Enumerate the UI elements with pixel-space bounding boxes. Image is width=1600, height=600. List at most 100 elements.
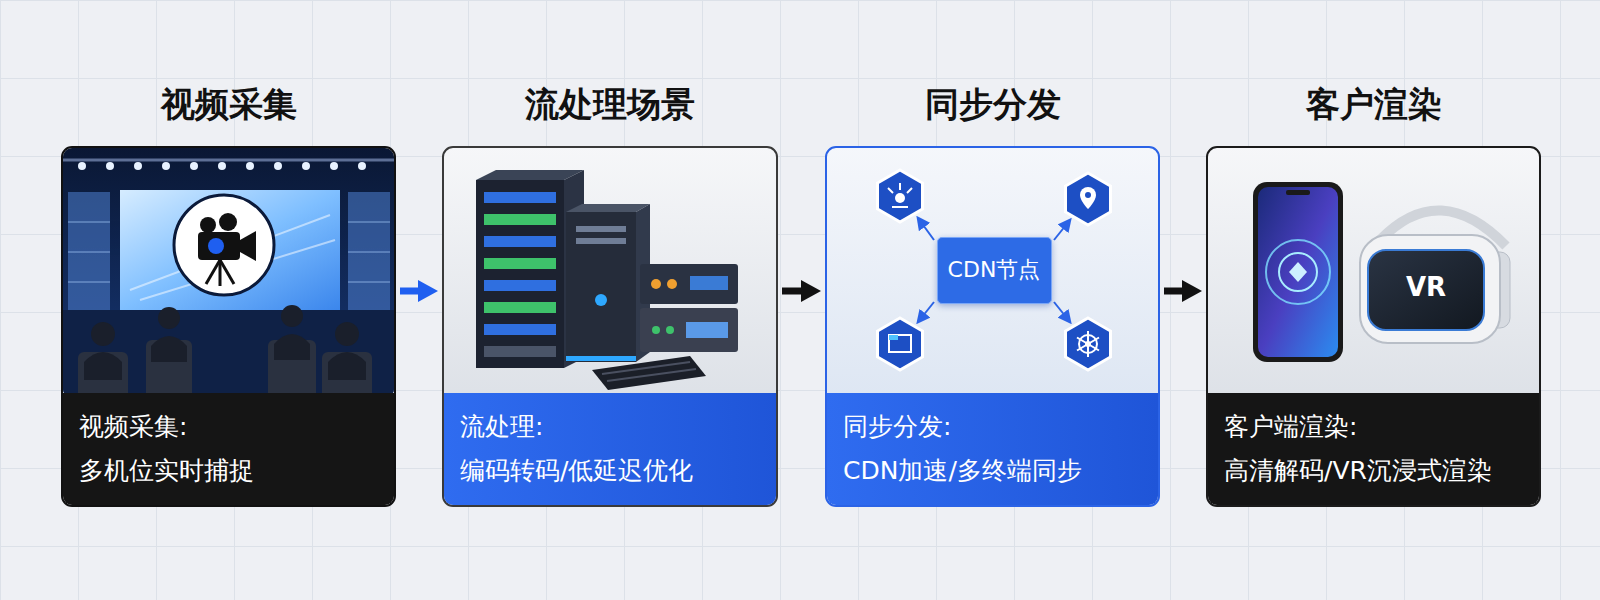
stage-light xyxy=(134,162,142,170)
stage-light xyxy=(358,162,366,170)
device-box xyxy=(640,264,738,304)
camera-icon xyxy=(198,213,256,286)
spoke xyxy=(918,302,934,322)
device-box xyxy=(640,308,738,352)
stage-illustration xyxy=(63,148,394,398)
card-image-bg xyxy=(1206,146,1541,402)
server-illustration xyxy=(442,146,778,402)
gear-spokes xyxy=(1077,331,1099,357)
tower-drive xyxy=(576,238,626,244)
stage-light xyxy=(274,162,282,170)
card-text: 同步分发: xyxy=(843,405,1142,449)
hexagon xyxy=(878,318,923,370)
caption-band: 客户端渲染:高清解码/VR沉浸式渲染 xyxy=(1208,393,1539,505)
keyboard xyxy=(592,356,706,390)
tower-glow xyxy=(566,356,636,361)
light-panel xyxy=(348,192,390,312)
hex-icon xyxy=(878,318,923,370)
ray xyxy=(892,206,908,208)
shoulders xyxy=(151,336,187,362)
image-area xyxy=(1208,148,1539,393)
tower-top xyxy=(566,204,650,212)
panel-line xyxy=(68,222,110,223)
shoulders xyxy=(84,352,122,380)
audience xyxy=(78,305,372,398)
camera-reel xyxy=(219,213,237,231)
light-truss xyxy=(63,159,394,162)
rack-unit xyxy=(484,346,556,357)
stage-light xyxy=(330,162,338,170)
card-text: 视频采集: xyxy=(79,405,378,449)
caption-band: 同步分发:CDN加速/多终端同步 xyxy=(827,393,1158,505)
image-area xyxy=(444,148,776,393)
spoke xyxy=(918,218,934,240)
device-panel xyxy=(686,322,728,338)
shoulders xyxy=(274,334,310,360)
rack-unit xyxy=(484,302,556,313)
head xyxy=(158,307,180,329)
stage-lights xyxy=(78,162,366,170)
status-light xyxy=(666,326,674,334)
tripod xyxy=(206,260,234,286)
vr-visor xyxy=(1368,250,1484,330)
folder-tab xyxy=(889,335,898,340)
spoke xyxy=(1077,338,1099,351)
cdn-spokes xyxy=(918,218,1070,322)
head xyxy=(91,322,115,346)
stage-title: 流处理场景 xyxy=(444,66,776,148)
panel-line xyxy=(348,222,390,223)
phone-notch xyxy=(1286,190,1310,195)
device-label: VR xyxy=(1368,272,1484,302)
card-text: 流处理: xyxy=(460,405,760,449)
icon-rays xyxy=(888,183,912,207)
spoke xyxy=(1054,220,1070,240)
device-panel xyxy=(690,276,728,290)
chair xyxy=(322,352,372,398)
knob xyxy=(667,279,677,289)
card-text: 高清解码/VR沉浸式渲染 xyxy=(1224,449,1523,493)
hexagon xyxy=(1066,173,1111,225)
panel-line xyxy=(348,252,390,253)
camera-reel xyxy=(200,217,216,233)
rack-units xyxy=(484,192,556,357)
camera-body xyxy=(198,232,240,260)
head xyxy=(281,305,303,327)
pin xyxy=(1080,187,1096,209)
flow-arrow xyxy=(1164,288,1184,295)
screen-ring xyxy=(1279,253,1317,291)
ray xyxy=(888,188,893,193)
stage-title: 视频采集 xyxy=(63,66,394,148)
process-card: 视频采集视频采集:多机位实时捕捉 xyxy=(61,146,396,507)
rack-unit xyxy=(484,236,556,247)
panel-line xyxy=(68,252,110,253)
phone-frame xyxy=(1253,182,1343,362)
hexagon xyxy=(878,170,923,222)
camera-badge xyxy=(174,195,274,295)
card-text: CDN加速/多终端同步 xyxy=(843,449,1142,493)
stage-light xyxy=(302,162,310,170)
spoke xyxy=(1054,302,1070,322)
rack-unit xyxy=(484,324,556,335)
hex-icon xyxy=(1066,173,1111,225)
card-text: 多机位实时捕捉 xyxy=(79,449,378,493)
card-image-bg xyxy=(442,146,778,402)
spoke xyxy=(1077,338,1099,351)
vr-body xyxy=(1360,235,1500,343)
key-row xyxy=(607,369,696,381)
cdn-illustration xyxy=(825,146,1160,402)
cdn-node-box: CDN节点 xyxy=(937,237,1052,304)
shoulders xyxy=(328,352,366,380)
keys xyxy=(602,362,696,381)
rack-unit xyxy=(484,280,556,291)
stage-light xyxy=(246,162,254,170)
camera-lens xyxy=(208,238,224,254)
stage-bg xyxy=(63,148,394,398)
card-text: 客户端渲染: xyxy=(1224,405,1523,449)
tripod-leg xyxy=(220,260,234,284)
rack-unit xyxy=(484,214,556,225)
hexagon xyxy=(1066,318,1111,370)
hex-icon xyxy=(1066,318,1111,370)
camera-lens-hood xyxy=(240,231,256,261)
